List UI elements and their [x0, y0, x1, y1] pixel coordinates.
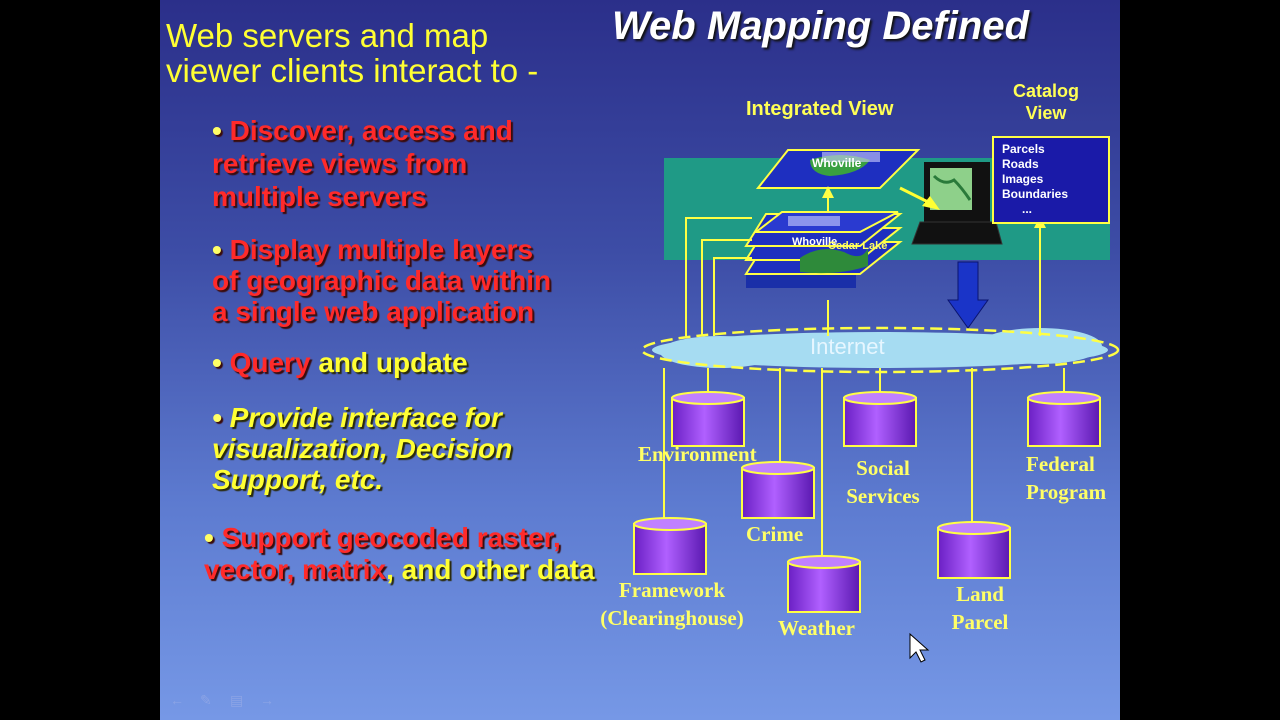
bullet-query: • Query and update	[212, 347, 468, 378]
internet-label: Internet	[810, 334, 885, 359]
catalog-item: ...	[1022, 202, 1033, 216]
intro-line-1: Web servers and map	[166, 17, 489, 54]
bullet-provide: • Provide interface for visualization, D…	[212, 402, 513, 495]
integrated-view-label: Integrated View	[746, 98, 894, 120]
db-label-environment: Environment	[638, 442, 757, 466]
bullet-support: • Support geocoded raster, vector, matri…	[204, 522, 595, 585]
db-weather	[787, 555, 861, 613]
intro-line-2: viewer clients interact to -	[166, 52, 539, 89]
catalog-item: Roads	[1002, 157, 1039, 171]
db-crime	[741, 461, 815, 519]
connection-lines	[663, 217, 1065, 560]
db-environment	[671, 391, 745, 447]
internet-cloud	[640, 326, 1120, 374]
map-layer-stack	[744, 211, 903, 288]
db-label-social-services: Social Services	[846, 456, 920, 508]
catalog-item: Boundaries	[1002, 187, 1069, 201]
db-label-framework: Framework (Clearinghouse)	[600, 578, 744, 630]
db-land-parcel	[937, 521, 1011, 579]
previous-slide-icon[interactable]: ←	[170, 692, 184, 708]
download-arrow	[947, 261, 989, 329]
slide: Web Mapping Defined Web servers and map …	[160, 0, 1120, 720]
integrated-map	[755, 149, 921, 212]
database-cylinders	[633, 391, 1101, 613]
catalog-list: Parcels Roads Images Boundaries ...	[992, 136, 1110, 224]
catalog-item: Images	[1002, 172, 1044, 186]
map-label-whoville: Whoville	[792, 236, 838, 248]
intro-text: Web servers and map viewer clients inter…	[166, 18, 606, 88]
bullet-display: • Display multiple layers of geographic …	[212, 234, 552, 327]
db-label-weather: Weather	[778, 616, 855, 640]
db-label-land-parcel: Land Parcel	[951, 582, 1009, 634]
catalog-view-label: Catalog View	[1012, 81, 1079, 123]
bullet-discover: • Discover, access and retrieve views fr…	[212, 115, 513, 212]
mouse-cursor-icon	[909, 632, 930, 663]
db-framework	[633, 517, 707, 575]
db-federal	[1027, 391, 1101, 447]
db-social	[843, 391, 917, 447]
map-label-whoville-top: Whoville	[812, 156, 862, 170]
laptop-icon	[911, 162, 1003, 245]
db-label-crime: Crime	[746, 522, 804, 546]
catalog-item: Parcels	[1002, 142, 1045, 156]
slide-title: Web Mapping Defined	[612, 4, 1030, 48]
next-slide-icon[interactable]: →	[260, 692, 274, 708]
pen-icon[interactable]: ✎	[200, 692, 212, 708]
menu-icon[interactable]: ▤	[230, 692, 244, 708]
db-label-federal-program: Federal Program	[1026, 452, 1107, 504]
map-label-cedar-lake: Cedar Lake	[828, 240, 888, 252]
